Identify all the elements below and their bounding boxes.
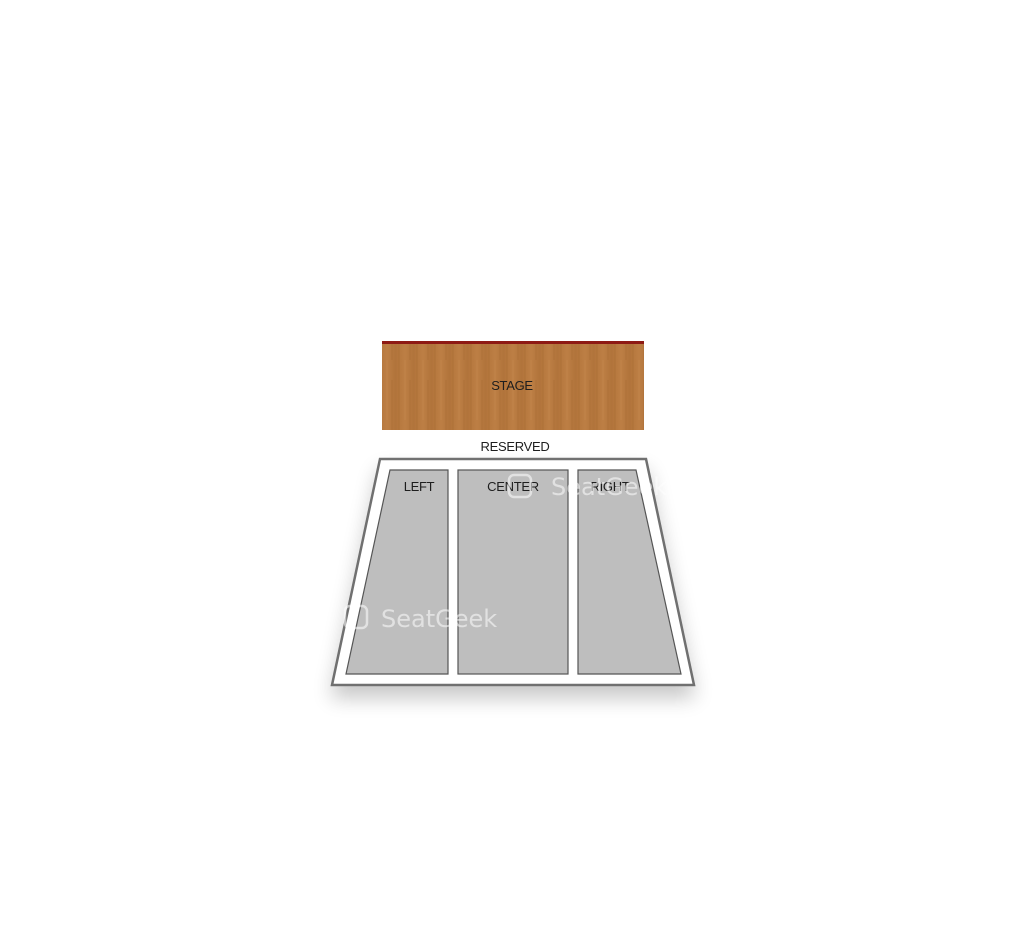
watermark-top: SeatGeek <box>507 473 667 501</box>
seatgeek-logo-icon <box>343 604 369 630</box>
stage: STAGE <box>382 341 644 430</box>
watermark-top-text: SeatGeek <box>551 473 667 501</box>
watermark-bottom-text: SeatGeek <box>381 605 497 633</box>
stage-label: STAGE <box>491 378 533 393</box>
section-right[interactable]: RIGHT <box>577 469 682 675</box>
section-center-shape[interactable] <box>457 469 569 675</box>
zone-label-reserved: RESERVED <box>481 439 550 454</box>
section-right-label: RIGHT <box>591 479 630 494</box>
seatgeek-logo-icon <box>507 473 533 499</box>
section-center[interactable]: CENTER <box>457 469 569 675</box>
section-right-shape[interactable] <box>577 469 682 675</box>
section-left-label: LEFT <box>404 479 435 494</box>
stage-edge <box>382 341 644 344</box>
stage-floor <box>382 342 644 430</box>
watermark-bottom: SeatGeek <box>343 604 497 633</box>
section-center-label: CENTER <box>487 479 539 494</box>
